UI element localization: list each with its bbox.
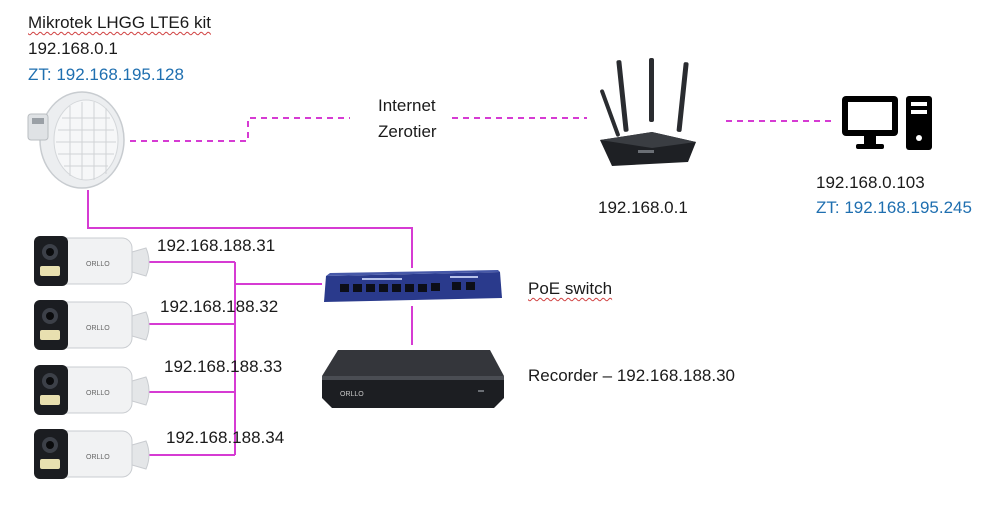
bullet-camera-icon: ORLLO [34,236,150,286]
camera-ip: 192.168.188.34 [166,428,285,447]
camera-ip: 192.168.188.31 [157,236,276,255]
pc-ip: 192.168.0.103 [816,173,925,192]
lte-kit-zt-ip: ZT: 192.168.195.128 [28,65,184,84]
svg-text:ORLLO: ORLLO [86,325,110,332]
bullet-camera-icon: ORLLO [34,429,150,479]
svg-text:ORLLO: ORLLO [86,390,110,397]
bullet-camera-icon: ORLLO [34,365,150,415]
svg-text:ORLLO: ORLLO [86,261,110,268]
internet-link-antenna-router [130,117,350,142]
internet-label: Internet [378,96,436,115]
pc-zt-ip: ZT: 192.168.195.245 [816,198,972,217]
bullet-camera-icon: ORLLO [34,300,150,350]
router-ip: 192.168.0.1 [598,198,688,217]
antenna-switch-link [87,190,413,268]
svg-text:ORLLO: ORLLO [86,454,110,461]
camera-ip: 192.168.188.33 [164,357,283,376]
lte-kit-title: Mikrotek LHGG LTE6 kit [28,13,211,32]
lte-kit-ip: 192.168.0.1 [28,39,118,58]
router-icon [600,58,696,166]
recorder-brand: ORLLO [340,391,364,398]
recorder-icon: ORLLO [322,350,504,408]
camera-ip: 192.168.188.32 [160,297,279,316]
lte-antenna-icon [27,91,125,189]
poe-switch-icon [324,270,502,302]
desktop-computer-icon [842,96,932,150]
poe-switch-label: PoE switch [528,279,613,298]
zerotier-label: Zerotier [378,122,437,141]
recorder-label: Recorder – 192.168.188.30 [528,366,735,385]
